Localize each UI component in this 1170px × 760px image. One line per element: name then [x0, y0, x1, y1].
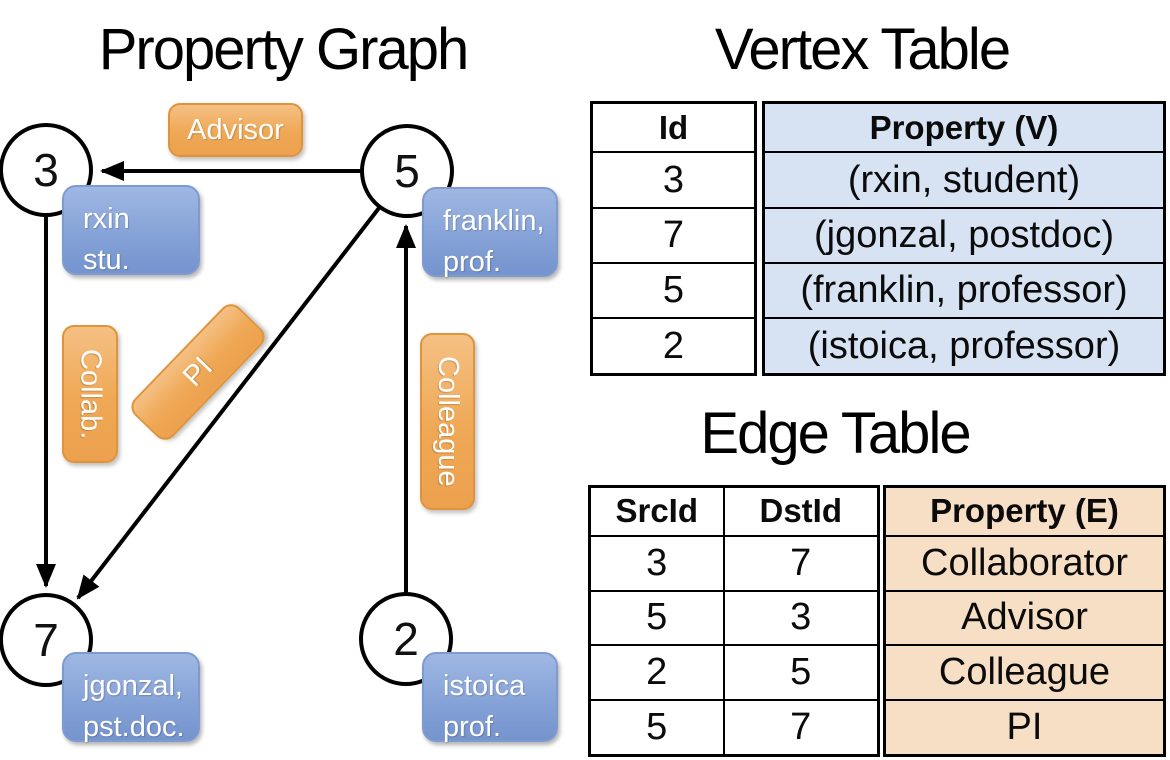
- vertex-table-title: Vertex Table: [714, 17, 1011, 82]
- table-cell: 7: [722, 699, 880, 757]
- table-cell: 3: [590, 151, 757, 209]
- column-header: Property (E): [883, 485, 1166, 537]
- edge-label-colleague: Colleague: [420, 333, 475, 510]
- edge-table-src-dst-columns: SrcId DstId 3 7 5 3 2 5 5 7: [588, 485, 880, 757]
- table-cell: Colleague: [883, 644, 1166, 702]
- vertex-prop-line: stu.: [83, 244, 130, 277]
- table-cell: 7: [590, 206, 757, 265]
- edge-label-text: PI: [176, 350, 219, 393]
- table-cell: 3: [722, 589, 880, 647]
- vertex-prop-box-franklin: franklin, prof.: [422, 187, 558, 278]
- table-cell: (rxin, student): [762, 151, 1166, 209]
- vertex-prop-box-rxin: rxin stu.: [62, 185, 200, 276]
- vertex-prop-line: jgonzal,: [83, 670, 183, 702]
- edge-label-advisor: Advisor: [168, 103, 303, 157]
- vertex-prop-line: pst.doc.: [83, 711, 185, 744]
- column-header: SrcId: [588, 485, 725, 537]
- table-cell: 3: [588, 534, 725, 592]
- table-cell: 5: [588, 699, 725, 757]
- graph-edges-svg: [36, 161, 416, 600]
- edge-label-text: Collab.: [74, 348, 107, 440]
- edge-line-5-to-7: [76, 206, 381, 600]
- vertex-circle-5: 5: [360, 124, 454, 218]
- table-cell: 2: [590, 317, 757, 376]
- table-cell: Advisor: [883, 589, 1166, 647]
- table-cell: Collaborator: [883, 534, 1166, 592]
- vertex-prop-box-jgonzal: jgonzal, pst.doc.: [62, 652, 200, 743]
- table-cell: (franklin, professor): [762, 262, 1166, 320]
- column-header: Property (V): [762, 101, 1166, 154]
- table-cell: 5: [590, 262, 757, 320]
- vertex-id-label: 7: [33, 614, 59, 666]
- table-cell: (jgonzal, postdoc): [762, 206, 1166, 265]
- column-header: Id: [590, 101, 757, 154]
- table-cell: 7: [722, 534, 880, 592]
- table-cell: PI: [883, 699, 1166, 757]
- column-header: DstId: [722, 485, 880, 537]
- vertex-prop-line: istoica: [443, 670, 526, 702]
- edge-label-text: Colleague: [432, 356, 464, 487]
- edge-label-text: Advisor: [187, 113, 284, 146]
- table-cell: 5: [722, 644, 880, 702]
- table-cell: 5: [588, 589, 725, 647]
- vertex-circle-2: 2: [359, 592, 453, 686]
- table-cell: 2: [588, 644, 725, 702]
- vertex-prop-line: franklin,: [443, 205, 545, 237]
- table-cell: (istoica, professor): [762, 317, 1166, 376]
- vertex-id-label: 3: [33, 144, 59, 196]
- vertex-prop-line: prof.: [443, 246, 502, 279]
- edge-table-title: Edge Table: [700, 401, 971, 466]
- vertex-table-property-column: Property (V) (rxin, student) (jgonzal, p…: [762, 101, 1166, 376]
- property-graph-title: Property Graph: [98, 17, 470, 82]
- vertex-id-label: 2: [393, 613, 419, 665]
- vertex-id-label: 5: [394, 145, 420, 197]
- vertex-prop-line: rxin: [83, 203, 130, 235]
- vertex-prop-line: prof.: [443, 711, 502, 744]
- vertex-prop-box-istoica: istoica prof.: [422, 652, 558, 743]
- vertex-table-id-column: Id 3 7 5 2: [590, 101, 757, 376]
- edge-table-property-column: Property (E) Collaborator Advisor Collea…: [883, 485, 1166, 757]
- edge-label-collab: Collab.: [62, 325, 118, 463]
